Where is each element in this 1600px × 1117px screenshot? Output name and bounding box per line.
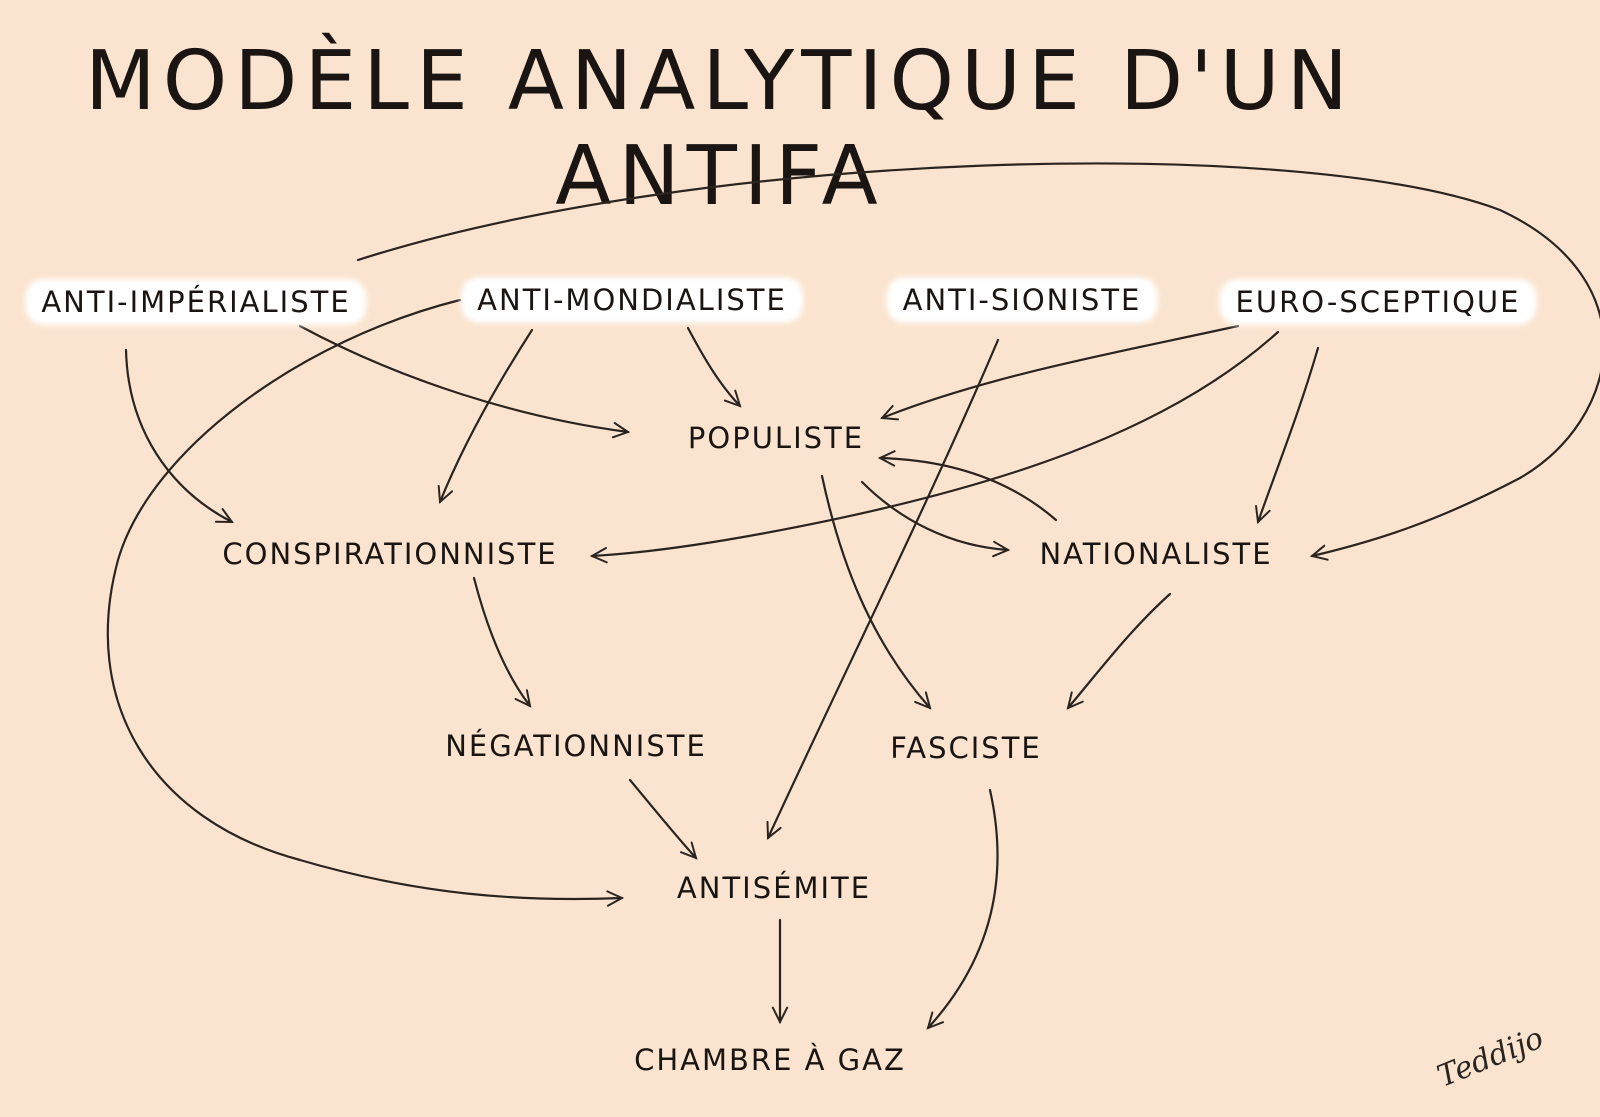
node-populiste: POPULISTE	[687, 421, 865, 455]
edge-euro-sceptique-to-nationaliste	[1258, 346, 1320, 522]
node-chambre-a-gaz: CHAMBRE À GAZ	[634, 1043, 906, 1077]
node-antisemite: ANTISÉMITE	[676, 871, 872, 905]
edge-populiste-to-fasciste	[820, 474, 930, 708]
edge-euro-sceptique-to-populiste	[882, 324, 1240, 418]
node-nationaliste: NATIONALISTE	[1039, 537, 1273, 571]
edge-populiste-to-nationaliste	[860, 480, 1008, 550]
edge-fasciste-to-chambre-a-gaz	[928, 788, 999, 1028]
node-anti-imperialiste: ANTI-IMPÉRIALISTE	[29, 283, 363, 321]
edge-anti-imperialiste-to-conspirationniste	[124, 348, 232, 524]
edge-anti-sioniste-to-antisemite	[768, 338, 1000, 838]
edge-anti-imperialiste-to-nationaliste	[356, 162, 1600, 556]
node-anti-mondialiste: ANTI-MONDIALISTE	[465, 281, 799, 319]
edge-nationaliste-to-fasciste	[1068, 592, 1172, 708]
node-euro-sceptique: EURO-SCEPTIQUE	[1223, 283, 1533, 321]
edge-negationniste-to-antisemite	[628, 778, 696, 858]
node-fasciste: FASCISTE	[890, 731, 1042, 765]
diagram-title: MODÈLE ANALYTIQUE D'UN ANTIFA	[85, 34, 1355, 224]
node-negationniste: NÉGATIONNISTE	[445, 729, 707, 763]
edge-conspirationniste-to-negationniste	[472, 576, 530, 706]
edge-euro-sceptique-to-conspirationniste	[592, 330, 1280, 556]
edge-nationaliste-to-populiste	[880, 458, 1058, 522]
node-conspirationniste: CONSPIRATIONNISTE	[222, 537, 558, 571]
node-anti-sioniste: ANTI-SIONISTE	[890, 281, 1154, 319]
edge-anti-imperialiste-to-populiste	[298, 324, 628, 432]
edge-anti-mondialiste-to-populiste	[686, 326, 740, 406]
edge-anti-mondialiste-to-conspirationniste	[440, 328, 534, 502]
edge-anti-mondialiste-to-antisemite	[106, 298, 622, 899]
